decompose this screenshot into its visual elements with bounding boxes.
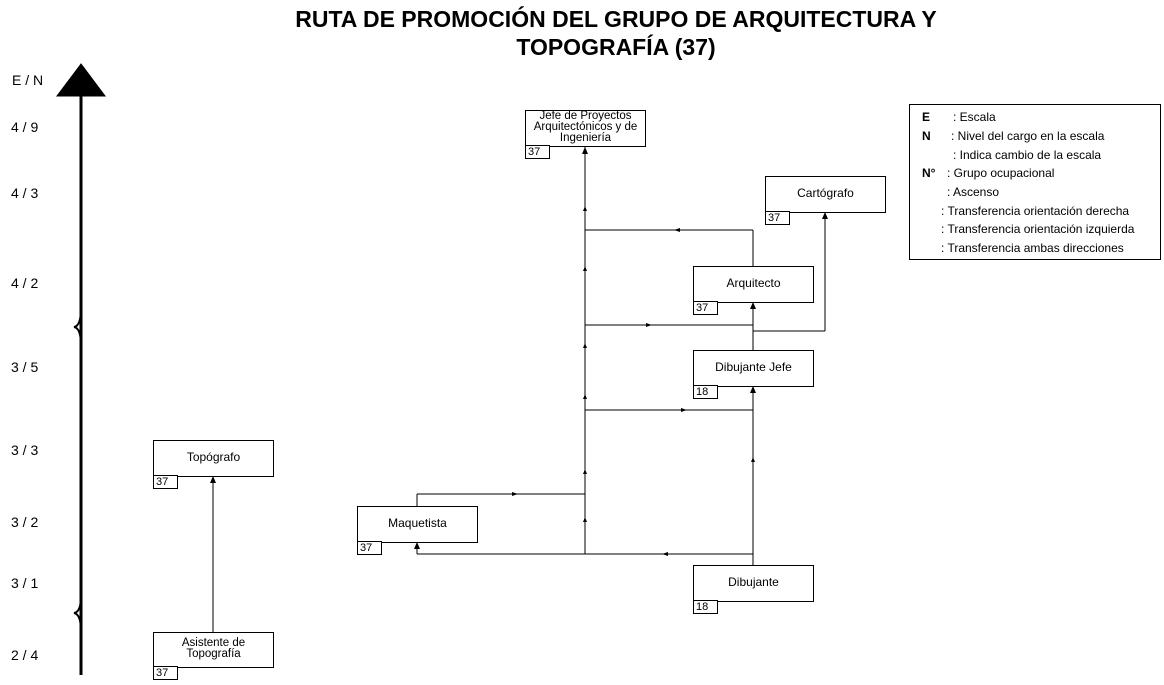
- level-label: 4 / 2: [11, 275, 39, 291]
- position-box-dibujante: Dibujante: [693, 565, 814, 602]
- level-label: 2 / 4: [11, 647, 39, 663]
- group-badge: 37: [525, 145, 550, 159]
- legend: E : Escala N : Nivel del cargo en la esc…: [909, 104, 1161, 260]
- level-label: 3 / 5: [11, 359, 39, 375]
- scale-axis: [56, 63, 106, 675]
- position-name: Asistente de Topografía: [181, 637, 246, 660]
- legend-left-description: : Transferencia orientación izquierda: [941, 222, 1135, 236]
- level-label: 3 / 2: [11, 514, 39, 530]
- position-name: Arquitecto: [726, 276, 781, 290]
- position-box-arquitecto: Arquitecto: [693, 266, 814, 303]
- position-name: Dibujante Jefe: [715, 360, 792, 374]
- group-badge: 37: [153, 475, 178, 489]
- legend-n-description: : Nivel del cargo en la escala: [951, 129, 1105, 143]
- legend-both-description: : Transferencia ambas direcciones: [941, 241, 1124, 255]
- position-name: Maquetista: [388, 516, 447, 530]
- scale-change-brace-upper: [73, 307, 82, 347]
- legend-group-symbol: N°: [922, 166, 936, 180]
- position-name: Dibujante: [728, 575, 779, 589]
- legend-ascenso-description: : Ascenso: [947, 185, 1000, 199]
- group-badge: 18: [693, 600, 718, 614]
- position-name: Jefe de Proyectos Arquitectónicos y de I…: [533, 110, 638, 144]
- diagram-title-line-2: TOPOGRAFÍA (37): [516, 34, 716, 60]
- legend-change-description: : Indica cambio de la escala: [953, 148, 1102, 162]
- level-label: 3 / 3: [11, 442, 39, 458]
- position-box-cartografo: Cartógrafo: [765, 176, 886, 213]
- position-box-jefe-proyectos: Jefe de Proyectos Arquitectónicos y de I…: [525, 110, 646, 147]
- level-label: 4 / 9: [11, 119, 39, 135]
- group-badge: 37: [765, 211, 790, 225]
- position-name: Cartógrafo: [797, 186, 854, 200]
- diagram-title-line-1: RUTA DE PROMOCIÓN DEL GRUPO DE ARQUITECT…: [295, 6, 937, 32]
- group-badge: 37: [357, 541, 382, 555]
- group-badge: 37: [693, 301, 718, 315]
- position-box-maquetista: Maquetista: [357, 506, 478, 543]
- level-label: 4 / 3: [11, 185, 39, 201]
- group-badge: 37: [153, 666, 178, 680]
- scale-change-brace-lower: [73, 595, 82, 633]
- scale-header: E / N: [12, 72, 44, 88]
- legend-e-symbol: E: [922, 110, 931, 124]
- position-box-dibujante-jefe: Dibujante Jefe: [693, 350, 814, 387]
- legend-e-description: : Escala: [953, 110, 996, 124]
- legend-right-description: : Transferencia orientación derecha: [941, 204, 1130, 218]
- position-box-topografo: Topógrafo: [153, 440, 274, 477]
- position-box-asistente-topografia: Asistente de Topografía: [153, 632, 274, 668]
- position-name: Topógrafo: [186, 450, 241, 464]
- legend-group-description: : Grupo ocupacional: [947, 166, 1055, 180]
- group-badge: 18: [693, 385, 718, 399]
- level-label: 3 / 1: [11, 575, 39, 591]
- legend-n-symbol: N: [922, 129, 931, 143]
- scale-arrow-head: [56, 63, 106, 97]
